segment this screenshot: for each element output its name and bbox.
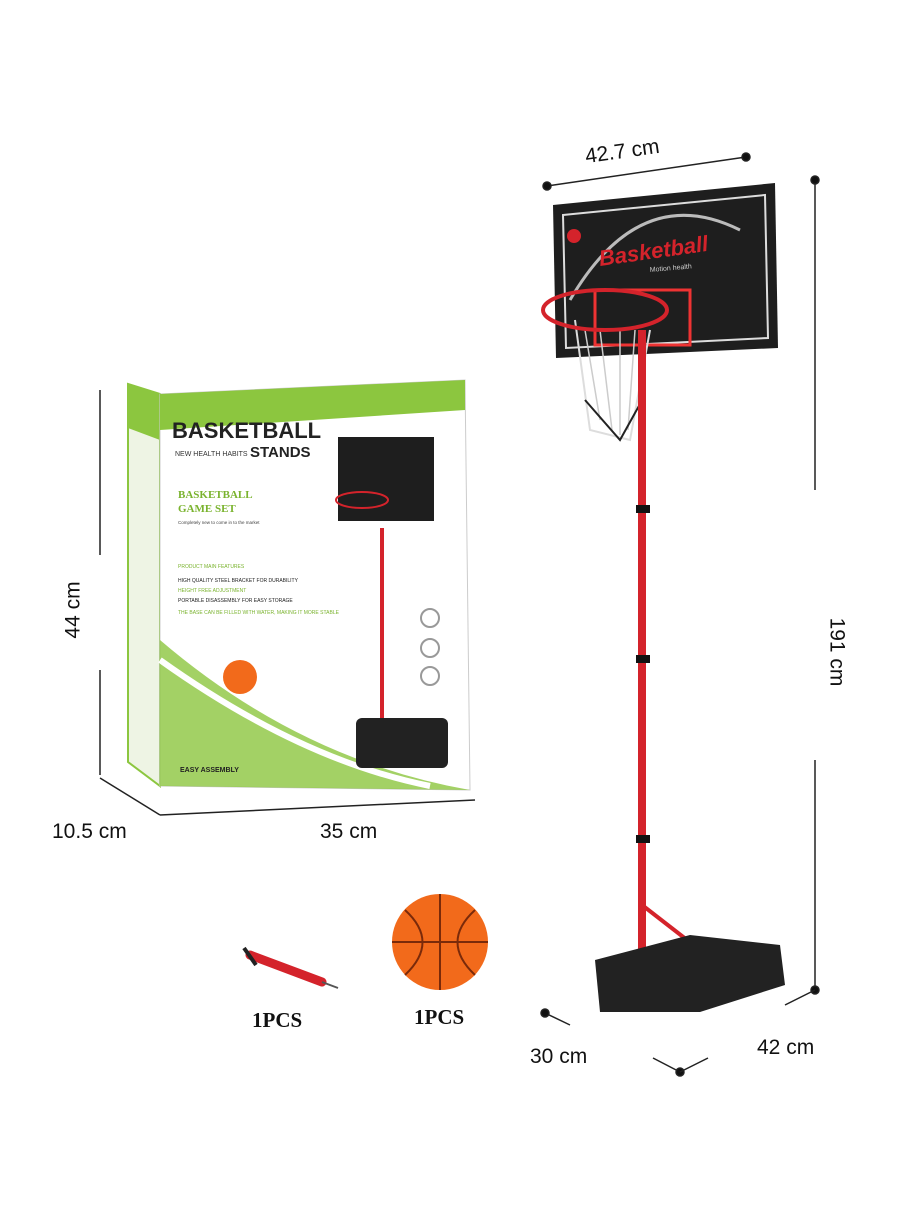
box-subtitle: STANDS [250,444,311,461]
ball-quantity: 1PCS [414,1005,465,1029]
box-feature: HEIGHT FREE ADJUSTMENT [178,588,246,594]
box-blurb: Completely new to come in to the market [178,520,260,525]
backboard-subtitle: Motion health [650,263,693,274]
box-feature: PORTABLE DISASSEMBLY FOR EASY STORAGE [178,598,293,604]
box-product-name-1: BASKETBALL [178,489,253,501]
pump-quantity: 1PCS [252,1008,303,1032]
stand-height-label: 191 cm [825,617,849,687]
basketball-stand: Basketball Motion health [541,183,785,1012]
stand-dimension-lines [540,152,820,1077]
box-tagline: NEW HEALTH HABITS [175,451,248,458]
box-height-label: 44 cm [61,581,85,639]
box-depth-label: 10.5 cm [52,820,127,843]
pump [242,946,339,989]
box-product-name-2: GAME SET [178,503,236,515]
box-dimension-lines [99,390,476,816]
box-title: BASKETBALL [172,418,321,443]
base-width-label: 42 cm [757,1036,815,1059]
base-depth-label: 30 cm [530,1045,588,1068]
box-width-label: 35 cm [320,820,378,843]
product-box: BASKETBALL NEW HEALTH HABITS STANDS BASK… [127,379,471,791]
box-feature: HIGH QUALITY STEEL BRACKET FOR DURABILIT… [178,578,299,584]
basketball [392,894,488,990]
box-features-heading: PRODUCT MAIN FEATURES [178,564,245,570]
box-badge: EASY ASSEMBLY [180,767,239,774]
box-feature: THE BASE CAN BE FILLED WITH WATER, MAKIN… [178,610,340,616]
